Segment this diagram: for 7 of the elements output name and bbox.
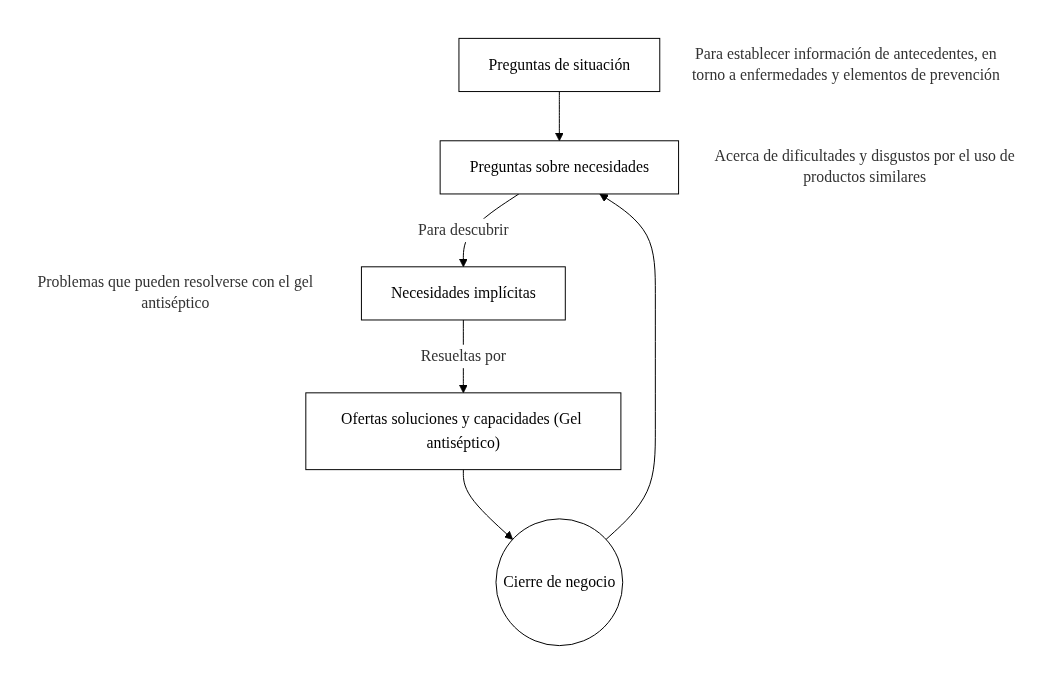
edge-label: Resueltas por bbox=[420, 347, 507, 365]
edge-label: Para descubrir bbox=[418, 221, 509, 239]
node-box: Necesidades implícitas bbox=[360, 266, 566, 321]
node-circle: Cierre de negocio bbox=[495, 518, 624, 647]
node-box: Preguntas de situación bbox=[458, 37, 661, 93]
node-box: Ofertas soluciones y capacidades (Gel antiséptico) bbox=[305, 392, 622, 471]
node-box: Preguntas sobre necesidades bbox=[439, 140, 680, 195]
